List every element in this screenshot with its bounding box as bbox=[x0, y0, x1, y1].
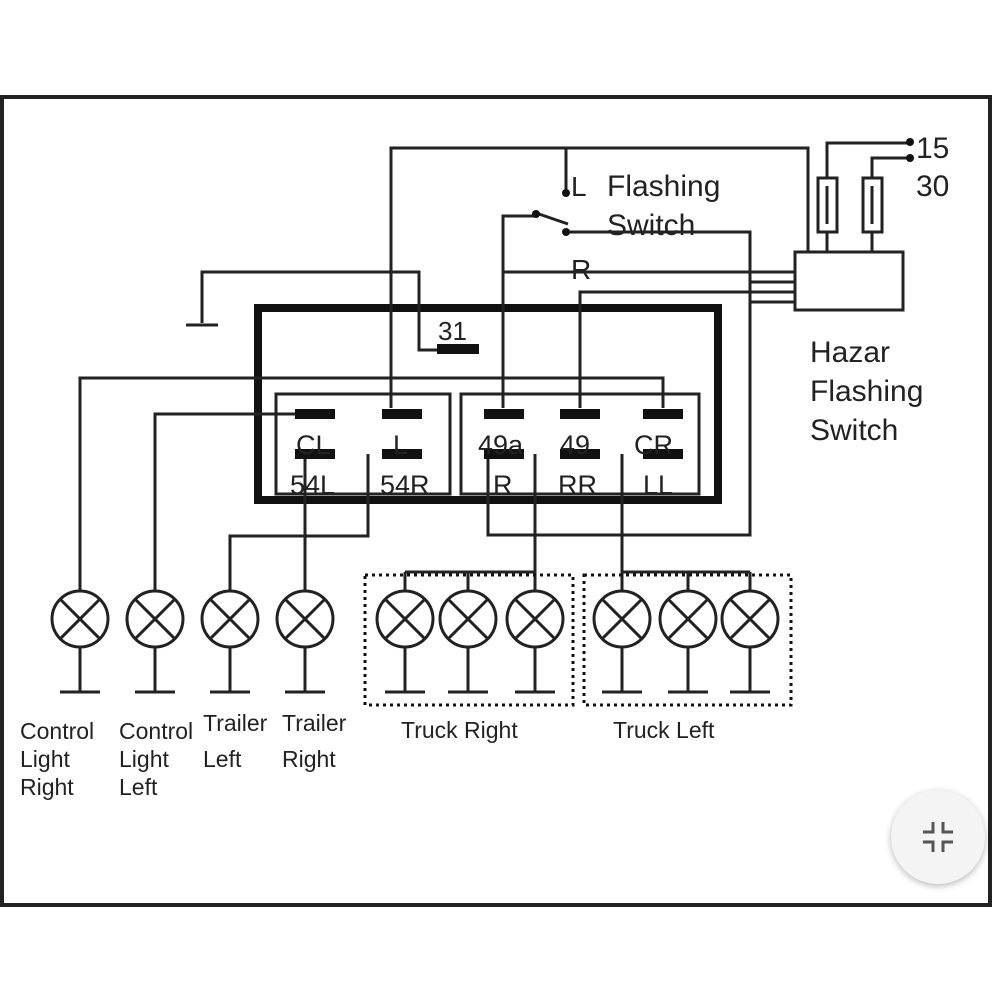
lamp-label-control-left-3: Left bbox=[119, 774, 158, 800]
group-label-truck-right: Truck Right bbox=[401, 717, 518, 743]
collapse-icon bbox=[923, 822, 953, 852]
lamp-truck-left-1 bbox=[592, 589, 652, 694]
switch-contact-left bbox=[562, 189, 570, 197]
lamp-truck-left-2 bbox=[658, 589, 718, 694]
lamp-label-trailer-left-2: Left bbox=[203, 746, 242, 772]
pin-label-bottom: LL bbox=[643, 470, 673, 500]
switch-pivot bbox=[532, 210, 540, 218]
lamp-control-left bbox=[125, 589, 185, 694]
truck-right-group bbox=[363, 573, 575, 707]
flashing-switch-title-2: Switch bbox=[607, 209, 695, 242]
lamp-label-trailer-left-1: Trailer bbox=[203, 710, 268, 736]
pin-label-top: CR bbox=[634, 430, 673, 460]
collapse-button[interactable] bbox=[891, 790, 985, 884]
pin-label-top: CL bbox=[296, 430, 331, 460]
lamp-label-control-right-1: Control bbox=[20, 718, 94, 744]
lamp-label-control-right-2: Light bbox=[20, 746, 70, 772]
hazard-label-2: Flashing bbox=[810, 375, 923, 408]
lamp-label-trailer-right-1: Trailer bbox=[282, 710, 347, 736]
lamp-truck-right-1 bbox=[375, 589, 435, 694]
group-label-truck-left: Truck Left bbox=[613, 717, 715, 743]
pin-label-top: 49 bbox=[560, 430, 590, 460]
terminal-dot-15 bbox=[906, 138, 914, 146]
frame-border bbox=[0, 95, 992, 907]
lamp-truck-right-3 bbox=[505, 589, 565, 694]
lamp-truck-right-2 bbox=[438, 589, 498, 694]
lamp-label-trailer-right-2: Right bbox=[282, 746, 336, 772]
hazard-label-1: Hazar bbox=[810, 336, 890, 369]
lamp-label-control-left-2: Light bbox=[119, 746, 169, 772]
terminal-dot-30 bbox=[906, 154, 914, 162]
lamp-trailer-left bbox=[200, 589, 260, 694]
terminal-30-label: 30 bbox=[916, 170, 949, 203]
pin-label-bottom: 54L bbox=[290, 470, 335, 500]
pin-31-label: 31 bbox=[438, 316, 467, 346]
switch-contact-right bbox=[562, 228, 570, 236]
wiring bbox=[78, 141, 908, 590]
lamp-label-control-right-3: Right bbox=[20, 774, 74, 800]
switch-left-label: L bbox=[571, 171, 587, 202]
switch-right-label: R bbox=[571, 254, 591, 285]
pin-label-bottom: R bbox=[493, 470, 513, 500]
flasher-left-compartment bbox=[274, 392, 452, 496]
lamp-control-right bbox=[50, 589, 110, 694]
pin-label-top: 49a bbox=[478, 430, 524, 460]
pin-label-bottom: 54R bbox=[380, 470, 430, 500]
pin-label-bottom: RR bbox=[558, 470, 597, 500]
hazard-label-3: Switch bbox=[810, 414, 898, 447]
lamp-truck-left-3 bbox=[720, 589, 780, 694]
relay-pins bbox=[295, 344, 683, 459]
lamp-label-control-left-1: Control bbox=[119, 718, 193, 744]
lamp-trailer-right bbox=[275, 589, 335, 694]
pin-label-top: L bbox=[393, 430, 408, 460]
terminal-15-label: 15 bbox=[916, 132, 949, 165]
hazard-switch-box bbox=[793, 250, 905, 312]
flashing-switch-title-1: Flashing bbox=[607, 170, 720, 203]
lamps bbox=[50, 589, 780, 694]
truck-left-group bbox=[582, 573, 793, 707]
